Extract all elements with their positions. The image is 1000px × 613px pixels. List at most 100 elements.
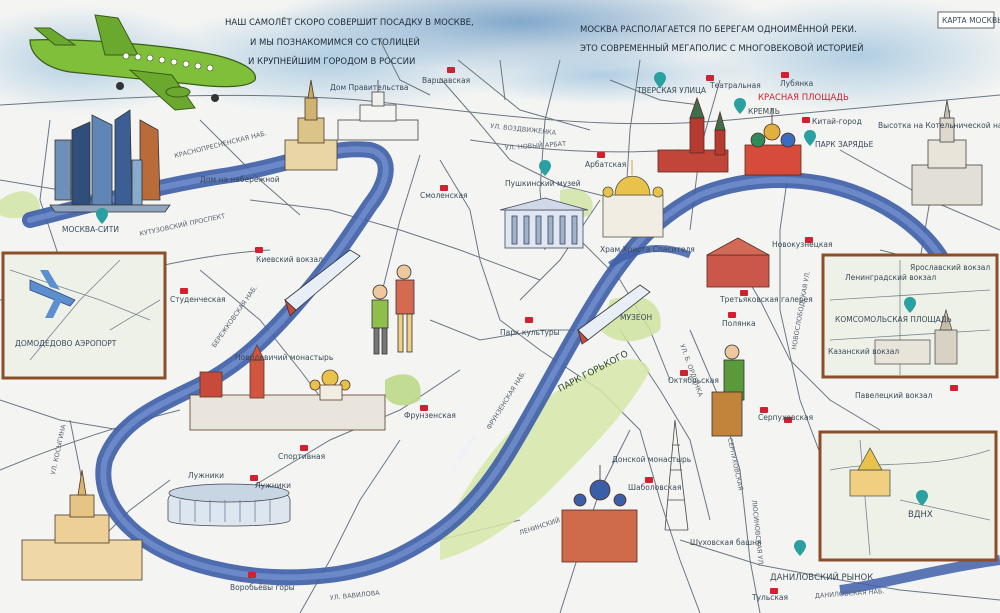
metro-icon <box>440 185 448 191</box>
intro-text: НАШ САМОЛЁТ СКОРО СОВЕРШИТ ПОСАДКУ В МОС… <box>225 17 864 67</box>
novodevichy-convent-illustration <box>189 344 386 431</box>
intro-right-line-2: ЭТО СОВРЕМЕННЫЙ МЕГАПОЛИС С МНОГОВЕКОВОЙ… <box>580 42 864 54</box>
street-label: УЛ. ВОЗДВИЖЕНКА <box>490 122 557 137</box>
pushkin-museum-illustration <box>499 197 589 249</box>
location-pin-icon[interactable] <box>794 540 806 556</box>
location-pin-icon[interactable] <box>654 72 666 88</box>
metro-icon <box>447 67 455 73</box>
location-pin-icon[interactable] <box>96 208 108 224</box>
tourists-illustration <box>371 264 745 437</box>
intro-left-line-1: НАШ САМОЛЁТ СКОРО СОВЕРШИТ ПОСАДКУ В МОС… <box>225 17 474 28</box>
metro-icon <box>300 445 308 451</box>
label-christ-saviour: Храм Христа Спасителя <box>600 245 695 254</box>
label-luzhniki-stadium: Лужники <box>188 471 224 480</box>
metro-icon <box>760 407 768 413</box>
label-paveletsky: Павелецкий вокзал <box>855 391 933 400</box>
intro-right-line-1: МОСКВА РАСПОЛАГАЕТСЯ ПО БЕРЕГАМ ОДНОИМЁН… <box>580 23 857 35</box>
label-moscow-city: МОСКВА-СИТИ <box>62 225 119 234</box>
luzhniki-stadium-illustration <box>167 483 291 527</box>
moscow-state-university-illustration <box>21 469 143 581</box>
hotel-ukraina-illustration <box>284 79 338 171</box>
label-kremlin: КРЕМЛЬ <box>748 107 780 116</box>
metro-icon <box>740 290 748 296</box>
kotelnicheskaya-building-illustration <box>911 99 983 206</box>
label-vorobyovy-gory: Воробьёвы горы <box>230 583 295 592</box>
label-kitay-gorod: Китай-город <box>812 117 862 126</box>
metro-icon <box>645 477 653 483</box>
metro-icon <box>728 312 736 318</box>
metro-icon <box>784 417 792 423</box>
label-shabolovskaya: Шаболовская <box>628 483 681 492</box>
domodedovo-inset <box>1 251 167 380</box>
white-house-illustration <box>337 80 419 141</box>
location-pins <box>96 72 928 556</box>
label-komsomolskaya: КОМСОМОЛЬСКАЯ ПЛОЩАДЬ <box>835 315 952 324</box>
moskva-river <box>22 141 1000 595</box>
label-frunzenskaya: Фрунзенская <box>404 411 456 420</box>
label-polyanka: Полянка <box>722 319 756 328</box>
metro-icon <box>770 588 778 594</box>
label-domodedovo: ДОМОДЕДОВО АЭРОПОРТ <box>15 339 117 348</box>
label-oktyabrskaya: Октябрьская <box>668 376 719 385</box>
metro-icon <box>597 152 605 158</box>
metro-icon <box>525 317 533 323</box>
metro-icon <box>255 247 263 253</box>
shukhov-tower-illustration <box>664 419 689 531</box>
komsomolskaya-inset <box>821 253 999 379</box>
metro-icon <box>420 405 428 411</box>
label-yaroslavsky: Ярославский вокзал <box>910 263 990 272</box>
location-pin-icon[interactable] <box>804 130 816 146</box>
location-pin-icon[interactable] <box>734 98 746 114</box>
metro-icon <box>706 75 714 81</box>
label-tretyakov: Третьяковская галерея <box>719 295 813 304</box>
metro-icon <box>180 288 188 294</box>
intro-left-line-2: И МЫ ПОЗНАКОМИМСЯ СО СТОЛИЦЕЙ <box>250 36 420 48</box>
label-novokuznetskaya: Новокузнецкая <box>772 240 832 249</box>
label-varshavskaya: Варшавская <box>422 76 470 85</box>
location-pin-icon[interactable] <box>904 297 916 313</box>
label-sportivnaya: Спортивная <box>278 452 325 461</box>
label-dom-na-naberezhnoy: Дом на набережной <box>200 175 280 184</box>
street-label: УЛ. НОВЫЙ АРБАТ <box>505 139 567 152</box>
street-label: ДАНИЛОВСКАЯ НАБ. <box>815 587 885 600</box>
street-network <box>0 39 1000 613</box>
vodootvodny-canal <box>608 244 692 268</box>
street-label: КРАСНОПРЕСНЕНСКАЯ НАБ. <box>174 129 268 160</box>
label-arbatskaya: Арбатская <box>585 160 626 169</box>
kremlin-illustration <box>657 96 802 176</box>
small-park-area <box>385 374 421 406</box>
street-label: КУТУЗОВСКИЙ ПРОСПЕКТ <box>139 211 226 238</box>
label-lubyanka: Лубянка <box>780 79 813 88</box>
street-label: Б. СЕРПУХОВСКАЯ <box>724 429 745 491</box>
vdnh-inset <box>818 430 998 562</box>
label-tulskaya: Тульская <box>751 593 788 602</box>
airplane-illustration <box>29 14 256 111</box>
location-pin-icon[interactable] <box>539 160 551 176</box>
street-label: УЛ. ВАВИЛОВА <box>329 589 380 602</box>
label-vysotka: Высотка на Котельнической набережной <box>878 121 1000 130</box>
label-kazansky: Казанский вокзал <box>828 347 899 356</box>
label-studencheskaya: Студенческая <box>170 295 226 304</box>
label-smolenskaya: Смоленская <box>420 191 468 200</box>
location-pin-icon[interactable] <box>916 490 928 506</box>
metro-icon <box>250 475 258 481</box>
intro-left-line-3: И КРУПНЕЙШИМ ГОРОДОМ В РОССИИ <box>248 55 415 67</box>
label-park-kultury: Парк культуры <box>500 328 560 337</box>
label-teatralnaya: Театральная <box>709 81 761 90</box>
label-danilovsky-market: ДАНИЛОВСКИЙ РЫНОК <box>770 571 873 583</box>
label-krasnaya-ploshchad: КРАСНАЯ ПЛОЩАДЬ <box>758 93 849 103</box>
street-label: НОВОСЛОБОДСКАЯ УЛ. <box>790 270 812 350</box>
label-luzhniki: Лужники <box>255 481 291 490</box>
gorky-park-area <box>440 359 650 560</box>
label-kievsky: Киевский вокзал <box>256 255 323 264</box>
christ-savior-cathedral-illustration <box>602 160 664 238</box>
metro-icon <box>802 117 810 123</box>
river-boat-illustration <box>284 249 651 345</box>
label-dom-pravitelstva: Дом Правительства <box>330 83 409 92</box>
label-novodevichy: Новодевичий монастырь <box>235 353 333 362</box>
metro-icon <box>680 370 688 376</box>
label-zaryadye: ПАРК ЗАРЯДЬЕ <box>815 140 874 149</box>
river-label: р. МОСКВА <box>450 433 479 471</box>
label-vdnh: ВДНХ <box>908 510 933 520</box>
